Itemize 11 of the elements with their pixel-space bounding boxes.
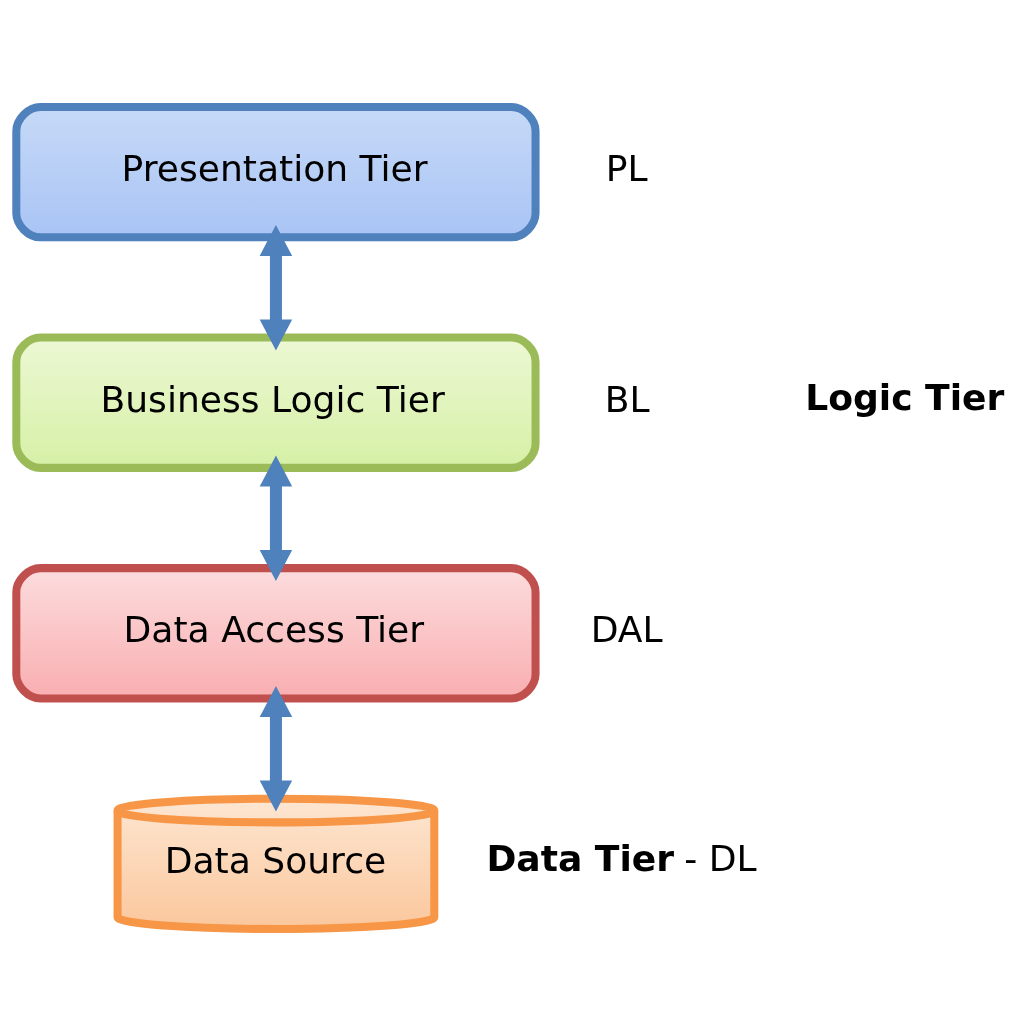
node-label: DAL (590, 608, 663, 651)
node-box: Data Access Tier (12, 563, 540, 702)
arrow (259, 455, 293, 581)
node-label: BL (604, 378, 650, 421)
node-box: Presentation Tier (12, 102, 540, 241)
arrow (259, 685, 293, 812)
label: Logic Tier (805, 376, 1005, 419)
node-box: Business Logic Tier (12, 333, 540, 472)
node-label: PL (605, 147, 648, 190)
node-label: Data Tier - DL (486, 837, 757, 880)
arrow (259, 224, 293, 350)
